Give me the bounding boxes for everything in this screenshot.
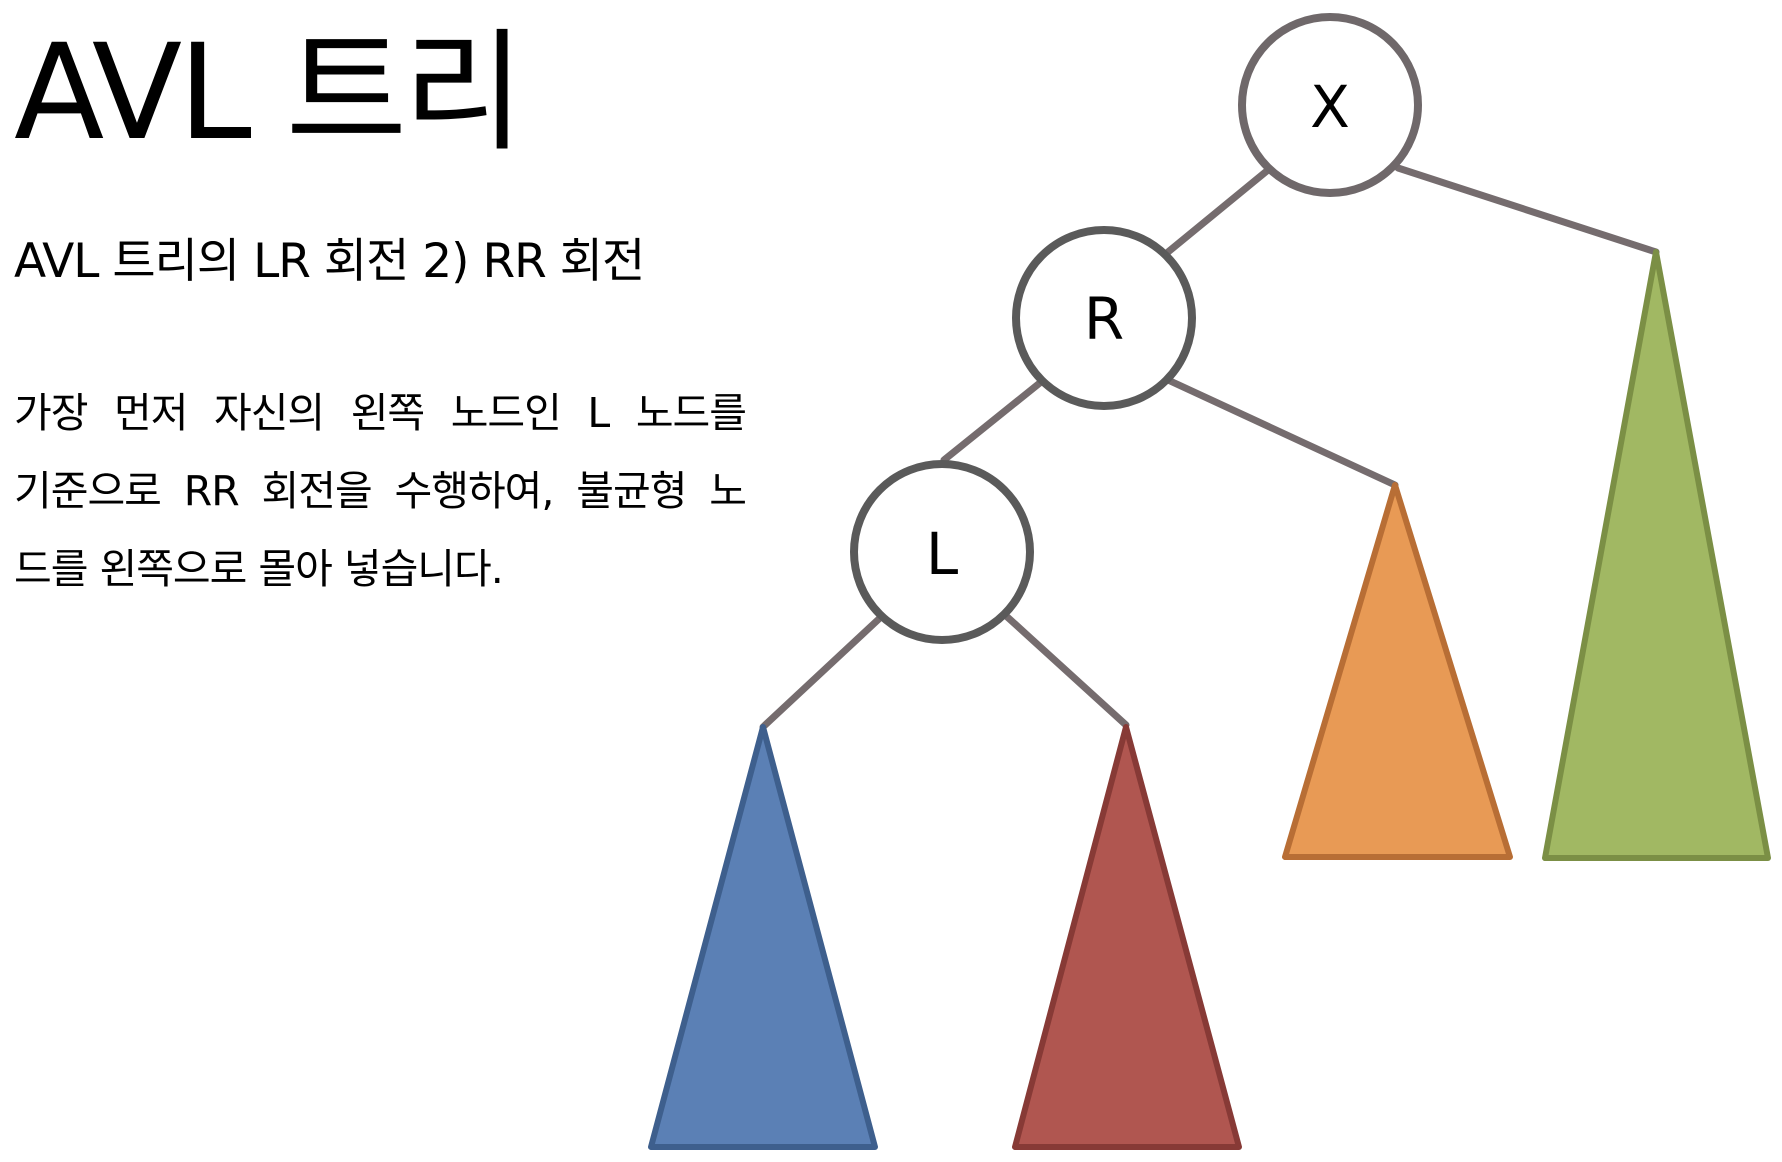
edge-r-l [940, 378, 1045, 464]
edge-x-r [1164, 166, 1272, 256]
node-x-label: X [1310, 73, 1350, 141]
description-line: 드를 왼쪽으로 몰아 넣습니다. [14, 545, 504, 593]
node-r-circle [1012, 226, 1196, 410]
node-r-label: R [1084, 285, 1124, 353]
node-x-circle [1238, 13, 1422, 197]
node-l: L [850, 460, 1034, 644]
edge-r-right-subtree [1164, 376, 1399, 489]
node-r: R [1012, 226, 1196, 410]
subtree-r-right [1282, 482, 1513, 860]
description-line: 기준으로 RR 회전을 수행하여, 불균형 노 [14, 467, 747, 515]
subtree-x-right [1542, 249, 1771, 861]
page-title: AVL 트리 [14, 16, 525, 170]
edge-l-left-subtree [759, 613, 885, 731]
node-l-label: L [926, 520, 958, 588]
node-l-circle [850, 460, 1034, 644]
subtree-l-left [648, 724, 878, 1150]
subtree-l-right [1012, 724, 1242, 1150]
description-paragraph: 가장 먼저 자신의 왼쪽 노드인 L 노드를 기준으로 RR 회전을 수행하여,… [14, 374, 747, 608]
edge-l-right-subtree [1000, 610, 1130, 729]
node-x: X [1238, 13, 1422, 197]
page-subtitle: AVL 트리의 LR 회전 2) RR 회전 [14, 234, 645, 289]
tree-edges [759, 164, 1660, 731]
description-line: 가장 먼저 자신의 왼쪽 노드인 L 노드를 [14, 389, 747, 437]
edge-x-right-subtree [1394, 164, 1660, 256]
